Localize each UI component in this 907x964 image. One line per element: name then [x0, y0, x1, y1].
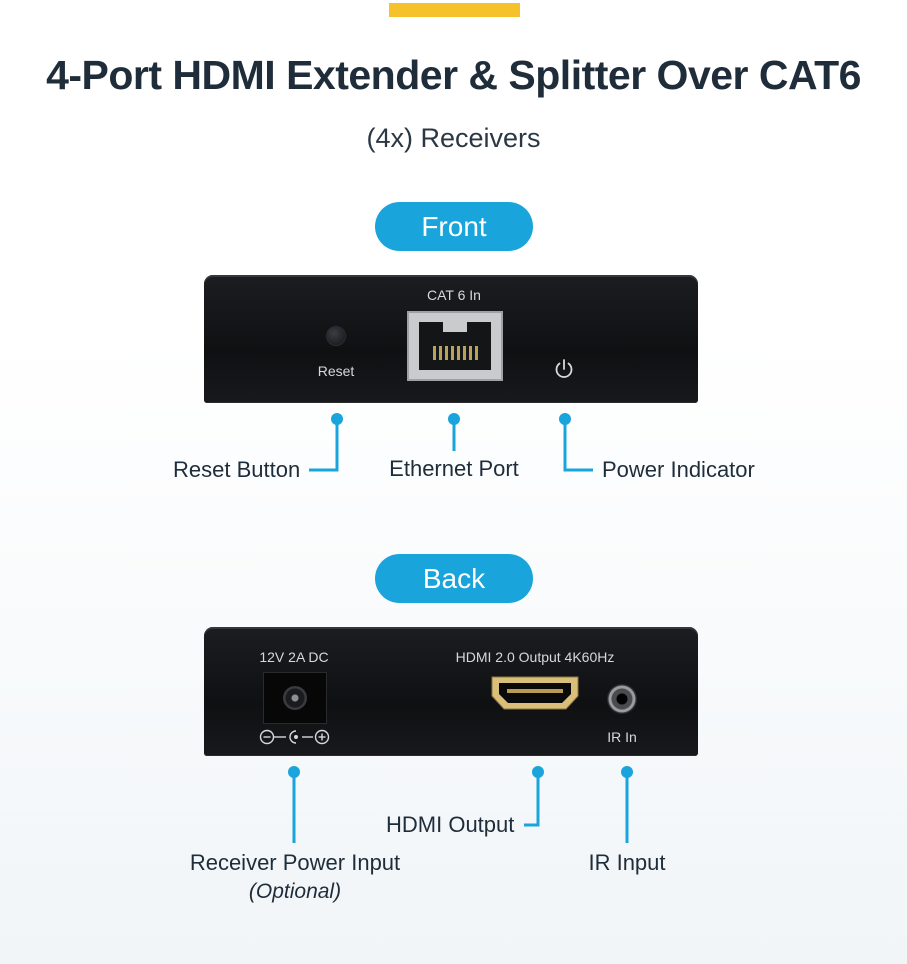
reset-label: Reset — [317, 363, 355, 379]
dc-polarity-icon — [259, 729, 330, 745]
hdmi-port-icon — [491, 676, 579, 710]
dc-power-jack — [264, 673, 326, 723]
rj45-pins-icon — [433, 346, 478, 360]
callout-ethernet-port: Ethernet Port — [389, 456, 519, 481]
page-subtitle: (4x) Receivers — [366, 123, 541, 153]
power-indicator-icon — [555, 359, 573, 378]
ir-callout-dot — [621, 766, 633, 778]
callout-hdmi-output: HDMI Output — [386, 812, 515, 837]
callout-ir-input: IR Input — [588, 850, 666, 875]
ethernet-callout-dot — [448, 413, 460, 425]
front-section-label: Front — [375, 202, 533, 251]
callout-reset-button: Reset Button — [173, 457, 301, 482]
power-jack-label: 12V 2A DC — [259, 649, 329, 665]
power-callout-line — [563, 420, 593, 472]
hdmi-port-label: HDMI 2.0 Output 4K60Hz — [455, 649, 615, 665]
front-panel-device: CAT 6 In Reset — [204, 275, 698, 403]
ir-label: IR In — [607, 729, 637, 745]
receiver-power-callout-dot — [288, 766, 300, 778]
back-panel-device: 12V 2A DC HDMI 2.0 Output 4K60Hz IR In — [204, 627, 698, 756]
callout-receiver-power-input: Receiver Power Input — [189, 850, 401, 875]
ethernet-port-jack — [407, 311, 503, 381]
reset-callout-line — [309, 420, 339, 472]
cat6-label: CAT 6 In — [427, 287, 481, 303]
callout-power-indicator: Power Indicator — [602, 457, 755, 482]
reset-callout-dot — [331, 413, 343, 425]
page-title: 4-Port HDMI Extender & Splitter Over CAT… — [46, 52, 861, 98]
accent-bar — [389, 3, 520, 17]
callout-receiver-power-note: (Optional) — [248, 880, 342, 903]
back-section-label: Back — [375, 554, 533, 603]
power-callout-dot — [559, 413, 571, 425]
reset-button-hole — [327, 327, 345, 345]
hdmi-callout-dot — [532, 766, 544, 778]
ir-jack — [607, 684, 637, 714]
hdmi-callout-line — [524, 773, 540, 827]
